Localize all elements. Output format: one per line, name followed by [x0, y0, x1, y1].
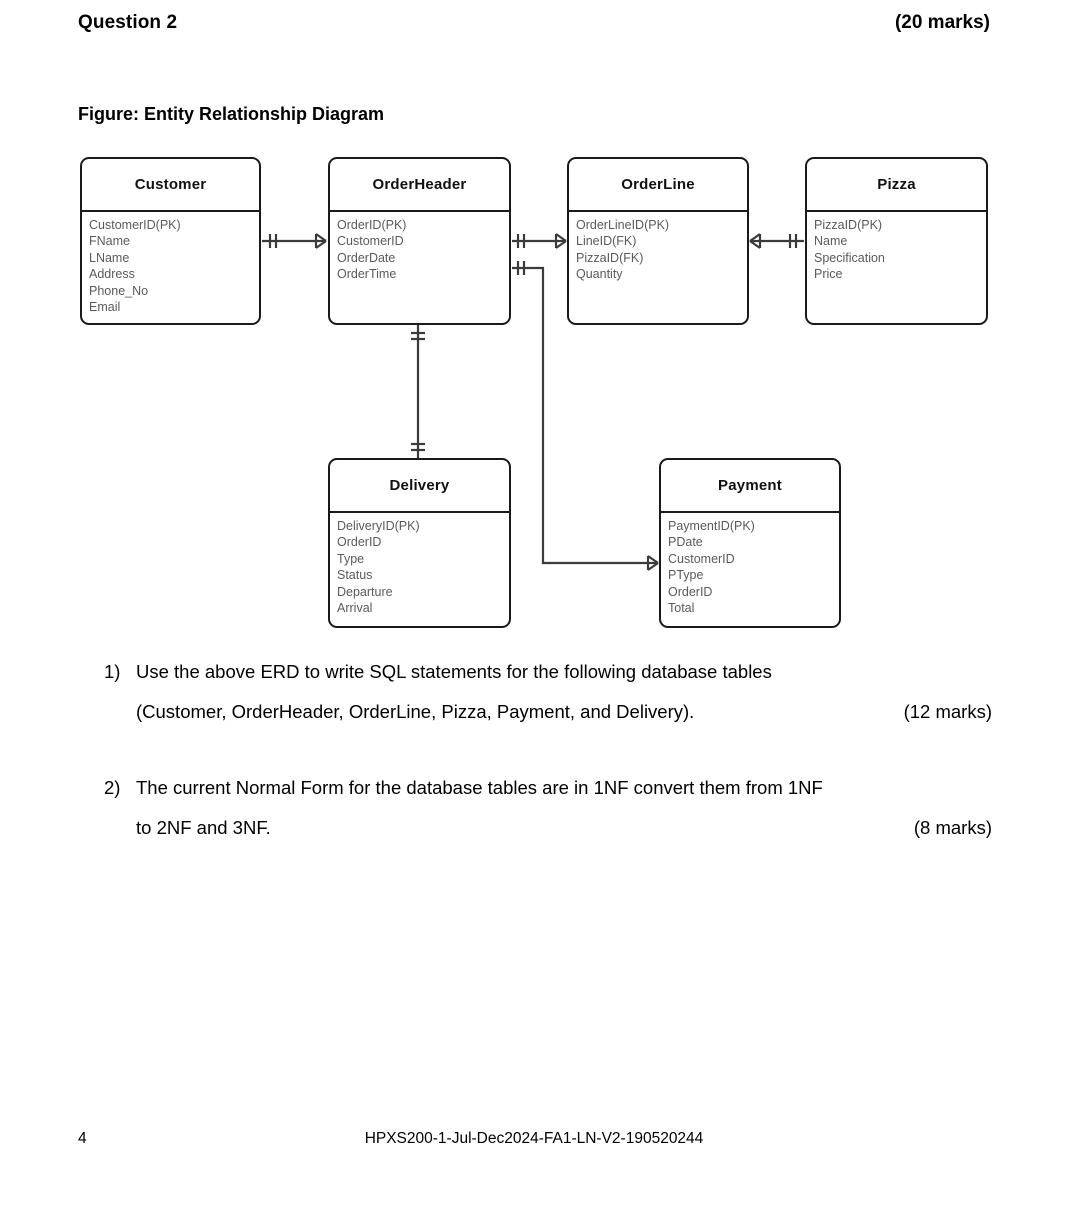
attribute: Name [814, 234, 848, 249]
entity-pizza: Pizza PizzaID(PK) Name Specification Pri… [805, 157, 988, 325]
attribute: Status [337, 568, 373, 583]
attribute: Departure [337, 584, 393, 599]
attribute: OrderID [668, 584, 713, 599]
entity-delivery: Delivery DeliveryID(PK) OrderID Type Sta… [328, 458, 511, 628]
attribute: PizzaID(PK) [814, 218, 883, 232]
question-list: 1) Use the above ERD to write SQL statem… [104, 652, 992, 884]
attribute: OrderID(PK) [337, 218, 407, 232]
attribute: LineID(FK) [576, 234, 637, 249]
entity-title: Payment [718, 477, 782, 494]
question-item-2: 2) The current Normal Form for the datab… [104, 768, 992, 848]
document-code: HPXS200-1-Jul-Dec2024-FA1-LN-V2-19052024… [364, 1130, 704, 1147]
question-number: 2) [104, 777, 121, 798]
attribute: CustomerID [668, 551, 735, 566]
question-item-1: 1) Use the above ERD to write SQL statem… [104, 652, 992, 732]
entity-attributes-delivery: DeliveryID(PK) OrderID Type Status Depar… [330, 513, 509, 616]
attribute: PaymentID(PK) [668, 519, 755, 533]
question-text: (Customer, OrderHeader, OrderLine, Pizza… [136, 701, 695, 722]
question-text-line-1: The current Normal Form for the database… [136, 777, 823, 798]
attribute: Phone_No [89, 283, 149, 298]
entity-header-payment: Payment [661, 460, 839, 513]
entity-header-delivery: Delivery [330, 460, 509, 513]
entity-customer: Customer CustomerID(PK) FName LName Addr… [80, 157, 261, 325]
figure-caption: Figure: Entity Relationship Diagram [78, 104, 385, 124]
entity-attributes-payment: PaymentID(PK) PDate CustomerID PType Ord… [661, 513, 839, 616]
attribute: Quantity [576, 267, 623, 282]
question-marks: (12 marks) [903, 701, 992, 722]
entity-title: Delivery [389, 477, 450, 494]
attribute: OrderLineID(PK) [576, 218, 670, 232]
entity-title: OrderHeader [372, 176, 467, 193]
entity-header-orderheader: OrderHeader [330, 159, 509, 212]
connector-orderheader-payment [512, 266, 658, 565]
attribute: DeliveryID(PK) [337, 519, 420, 533]
attribute: PizzaID(FK) [576, 250, 644, 265]
entity-attributes-pizza: PizzaID(PK) Name Specification Price [807, 212, 986, 283]
question-body: Use the above ERD to write SQL statement… [136, 652, 992, 732]
question-text-line-2: to 2NF and 3NF. (8 marks) [136, 808, 992, 848]
attribute: LName [89, 250, 130, 265]
entity-header-orderline: OrderLine [569, 159, 747, 212]
entity-title: Pizza [877, 176, 916, 193]
question-marks: (8 marks) [913, 817, 992, 838]
entity-attributes-orderline: OrderLineID(PK) LineID(FK) PizzaID(FK) Q… [569, 212, 747, 283]
attribute: CustomerID(PK) [89, 218, 181, 232]
entity-attributes-orderheader: OrderID(PK) CustomerID OrderDate OrderTi… [330, 212, 509, 283]
question-text-line-1: Use the above ERD to write SQL statement… [136, 661, 772, 682]
entity-title: OrderLine [621, 176, 695, 193]
entity-header-customer: Customer [82, 159, 259, 212]
attribute: OrderTime [337, 267, 397, 282]
entity-payment: Payment PaymentID(PK) PDate CustomerID P… [659, 458, 841, 628]
attribute: Price [814, 267, 843, 282]
attribute: Address [89, 267, 135, 282]
attribute: Type [337, 551, 365, 566]
attribute: CustomerID [337, 234, 404, 249]
attribute: FName [89, 234, 130, 249]
attribute: OrderID [337, 535, 382, 550]
page-number: 4 [78, 1130, 87, 1147]
entity-header-pizza: Pizza [807, 159, 986, 212]
question-marks: (20 marks) [894, 12, 990, 33]
question-number: 1) [104, 661, 121, 682]
attribute: PDate [668, 535, 703, 550]
entity-attributes-customer: CustomerID(PK) FName LName Address Phone… [82, 212, 259, 315]
page-header: Question 2 (20 marks) [78, 12, 990, 34]
entity-orderheader: OrderHeader OrderID(PK) CustomerID Order… [328, 157, 511, 325]
attribute: Email [89, 300, 121, 315]
attribute: Total [668, 601, 695, 616]
question-text-line-2: (Customer, OrderHeader, OrderLine, Pizza… [136, 692, 992, 732]
attribute: PType [668, 568, 704, 583]
question-text: to 2NF and 3NF. [136, 817, 271, 838]
page-footer: 4 HPXS200-1-Jul-Dec2024-FA1-LN-V2-190520… [78, 1130, 990, 1148]
question-body: The current Normal Form for the database… [136, 768, 992, 848]
entity-title: Customer [134, 176, 207, 193]
entity-orderline: OrderLine OrderLineID(PK) LineID(FK) Piz… [567, 157, 749, 325]
attribute: Specification [814, 250, 885, 265]
attribute: Arrival [337, 601, 373, 616]
page-title: Question 2 [78, 12, 178, 33]
attribute: OrderDate [337, 250, 396, 265]
